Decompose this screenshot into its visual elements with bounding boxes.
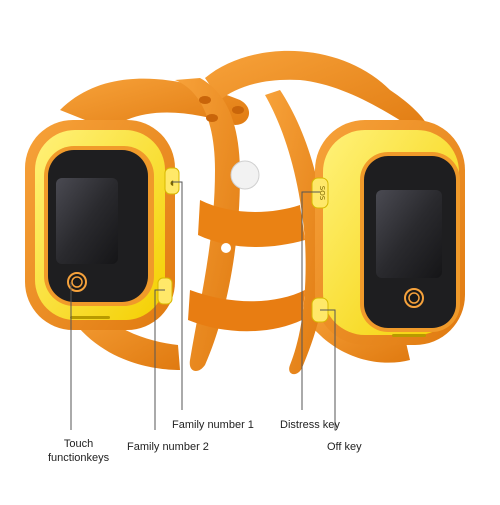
family-number-1-button[interactable]: ◖ — [164, 167, 180, 195]
svg-text:◖: ◖ — [170, 179, 174, 187]
callout-line-off — [320, 309, 336, 430]
callout-line-family-1 — [172, 181, 183, 410]
touch-function-keys-label: Touch functionkeys — [48, 437, 109, 465]
right-watch-screen — [376, 190, 442, 278]
touch-label-line-2: functionkeys — [48, 452, 110, 464]
callout-lines — [70, 181, 336, 430]
family-number-2-button[interactable] — [157, 277, 173, 305]
crossing-strap — [175, 78, 327, 375]
off-key-label: Off key — [327, 441, 362, 453]
sos-button-text: SOS — [318, 186, 326, 201]
right-speaker-grille — [392, 334, 426, 337]
family-number-2-label: Family number 2 — [127, 441, 209, 453]
left-speaker-grille — [70, 316, 110, 319]
distress-key-label: Distress key — [280, 419, 340, 431]
left-touch-key[interactable] — [67, 272, 87, 292]
family-number-1-label: Family number 1 — [172, 419, 254, 431]
callout-line-distress — [301, 191, 320, 410]
left-watch-screen — [56, 178, 118, 264]
right-touch-key[interactable] — [404, 288, 424, 308]
callout-line-family-2 — [154, 289, 165, 430]
touch-label-line-1: Touch — [63, 438, 94, 450]
sos-button[interactable]: SOS — [311, 177, 329, 209]
